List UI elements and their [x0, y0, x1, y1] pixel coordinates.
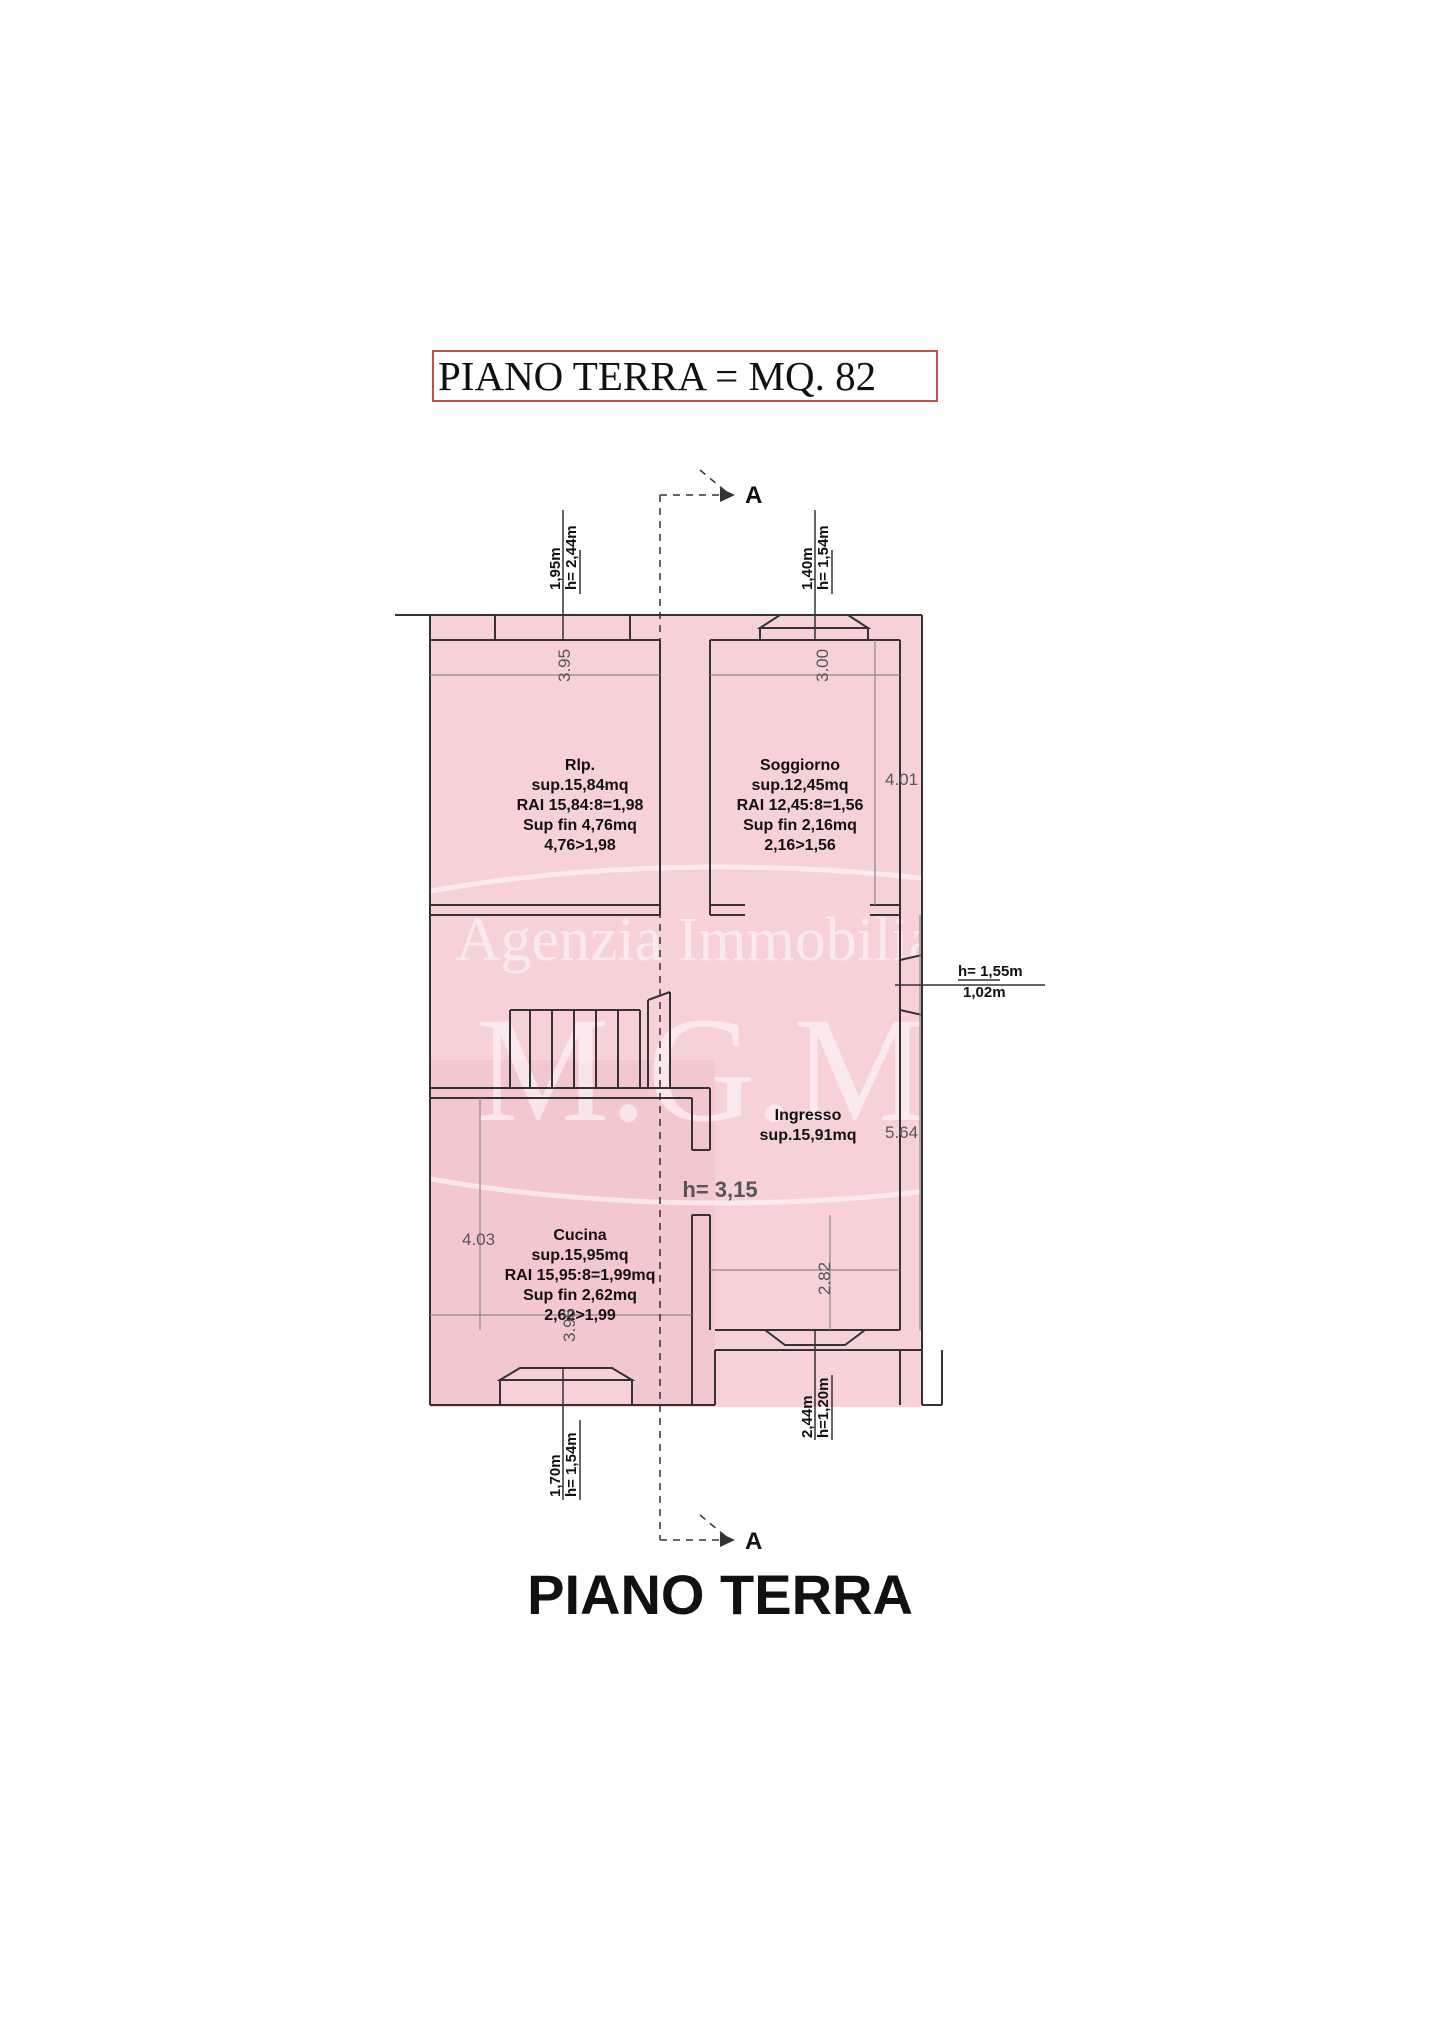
win-tr-w: 1,40m — [799, 547, 816, 590]
cuc-name: Cucina — [553, 1227, 606, 1244]
cuc-area: sup.15,95mq — [532, 1247, 629, 1264]
watermark: Agenzia Immobiliare M.G.M. — [157, 864, 1283, 1206]
win-r-h: h= 1,55m — [958, 963, 1023, 980]
rip-check: 4,76>1,98 — [544, 837, 616, 854]
ceiling-height: h= 3,15 — [682, 1177, 757, 1202]
room-soggiorno: Soggiorno sup.12,45mq RAI 12,45:8=1,56 S… — [737, 757, 864, 854]
rip-area: sup.15,84mq — [532, 777, 629, 794]
dim-sog-width: 3.00 — [813, 649, 832, 682]
dim-rip-width: 3.95 — [555, 649, 574, 682]
win-tr-h: h= 1,54m — [815, 525, 832, 590]
sog-check: 2,16>1,56 — [764, 837, 836, 854]
cuc-rai: RAI 15,95:8=1,99mq — [505, 1267, 656, 1284]
ing-name: Ingresso — [775, 1107, 842, 1124]
staircase — [509, 991, 671, 1088]
window-label-top-left: h= 2,44m 1,95m — [547, 525, 580, 590]
total-area-title: PIANO TERRA = MQ. 82 — [432, 350, 938, 402]
dim-ing-height: 5.64 — [885, 1123, 918, 1142]
room-ripostiglio: Rlp. sup.15,84mq RAI 15,84:8=1,98 Sup fi… — [517, 757, 644, 854]
section-label-top: A — [745, 482, 762, 509]
window-label-bottom-left: h= 1,54m 1,70m — [547, 1432, 580, 1497]
dim-ing-width: 2.82 — [815, 1262, 834, 1295]
window-label-right: h= 1,55m 1,02m — [958, 963, 1023, 1001]
room-ingresso: Ingresso sup.15,91mq — [760, 1107, 857, 1144]
rip-supfin: Sup fin 4,76mq — [523, 817, 637, 834]
dimension-lines — [430, 640, 921, 1330]
section-arrow-top — [720, 488, 735, 502]
dim-cuc-width: 3.95 — [560, 1309, 579, 1342]
floor-fill-lower — [430, 1060, 715, 1405]
dim-cuc-height: 4.03 — [462, 1230, 495, 1249]
sog-supfin: Sup fin 2,16mq — [743, 817, 857, 834]
windows — [494, 614, 923, 1406]
walls — [395, 614, 943, 1406]
watermark-line1: Agenzia Immobiliare — [456, 906, 985, 974]
win-tl-w: 1,95m — [547, 547, 564, 590]
total-area-label: PIANO TERRA = MQ. 82 — [438, 353, 877, 399]
cuc-check: 2,62>1,99 — [544, 1307, 616, 1324]
rip-rai: RAI 15,84:8=1,98 — [517, 797, 644, 814]
watermark-line2: M.G.M. — [476, 987, 964, 1153]
win-bl-w: 1,70m — [547, 1454, 564, 1497]
sog-name: Soggiorno — [760, 757, 840, 774]
cuc-supfin: Sup fin 2,62mq — [523, 1287, 637, 1304]
window-label-bottom-right: h=1,20m 2,44m — [799, 1378, 832, 1438]
window-callouts — [562, 510, 1045, 1500]
win-bl-h: h= 1,54m — [563, 1432, 580, 1497]
win-r-w: 1,02m — [963, 984, 1006, 1001]
win-br-h: h=1,20m — [815, 1378, 832, 1438]
ing-area: sup.15,91mq — [760, 1127, 857, 1144]
window-label-top-right: h= 1,54m 1,40m — [799, 525, 832, 590]
sog-rai: RAI 12,45:8=1,56 — [737, 797, 864, 814]
section-label-bottom: A — [745, 1528, 762, 1555]
room-cucina: Cucina sup.15,95mq RAI 15,95:8=1,99mq Su… — [505, 1227, 656, 1324]
rip-name: Rlp. — [565, 757, 595, 774]
floor-title: PIANO TERRA — [527, 1563, 913, 1626]
dim-sog-height: 4.01 — [885, 770, 918, 789]
win-tl-h: h= 2,44m — [563, 525, 580, 590]
section-arrow-bottom — [720, 1533, 735, 1547]
sog-area: sup.12,45mq — [752, 777, 849, 794]
win-br-w: 2,44m — [799, 1395, 816, 1438]
